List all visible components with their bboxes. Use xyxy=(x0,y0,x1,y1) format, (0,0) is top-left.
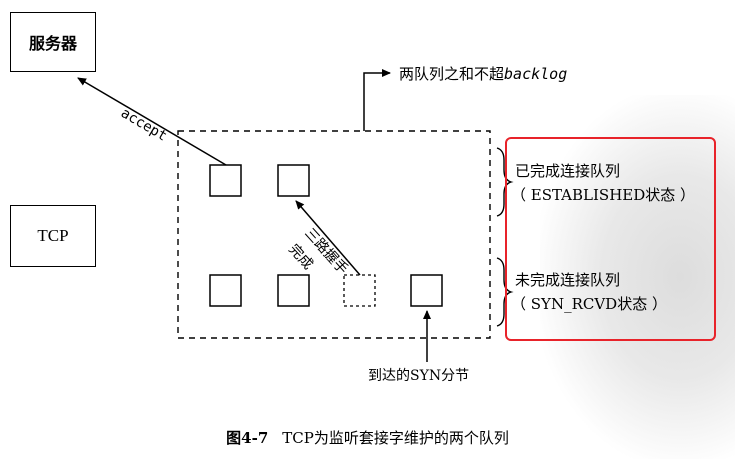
tcp-box: TCP xyxy=(10,205,96,267)
backlog-pointer xyxy=(363,69,391,131)
incomplete-queue-slot xyxy=(410,274,443,307)
server-label: 服务器 xyxy=(28,34,77,53)
handshake-arrow xyxy=(295,200,361,276)
figure-caption: 图4-7 TCP为监听套接字维护的两个队列 xyxy=(0,427,735,448)
caption-text: TCP为监听套接字维护的两个队列 xyxy=(282,429,509,447)
accept-arrow xyxy=(77,77,227,166)
watermark xyxy=(540,95,735,459)
syn-rcvd-brace xyxy=(496,257,514,327)
highlight-frame xyxy=(505,137,716,341)
incomplete-queue-slot-empty xyxy=(343,274,376,307)
incomplete-queue-slot xyxy=(277,274,310,307)
established-queue-title: 已完成连接队列 xyxy=(515,162,621,180)
tcp-label: TCP xyxy=(37,226,69,245)
syn-rcvd-queue-title: 未完成连接队列 xyxy=(515,271,621,289)
backlog-word: backlog xyxy=(504,65,568,83)
server-box: 服务器 xyxy=(10,12,96,72)
backlog-prefix: 两队列之和不超 xyxy=(399,65,505,83)
backlog-label: 两队列之和不超backlog xyxy=(399,63,567,84)
established-brace xyxy=(496,147,514,217)
established-queue-state: （ ESTABLISHED状态 ） xyxy=(511,186,696,204)
queue-container xyxy=(177,130,491,339)
incomplete-queue-slot xyxy=(209,274,242,307)
completed-queue-slot xyxy=(209,164,242,197)
completed-queue-slot xyxy=(277,164,310,197)
syn-rcvd-queue-state: （ SYN_RCVD状态 ） xyxy=(511,295,667,313)
caption-number: 图4-7 xyxy=(226,429,269,447)
syn-arrive-label: 到达的SYN分节 xyxy=(368,368,470,384)
